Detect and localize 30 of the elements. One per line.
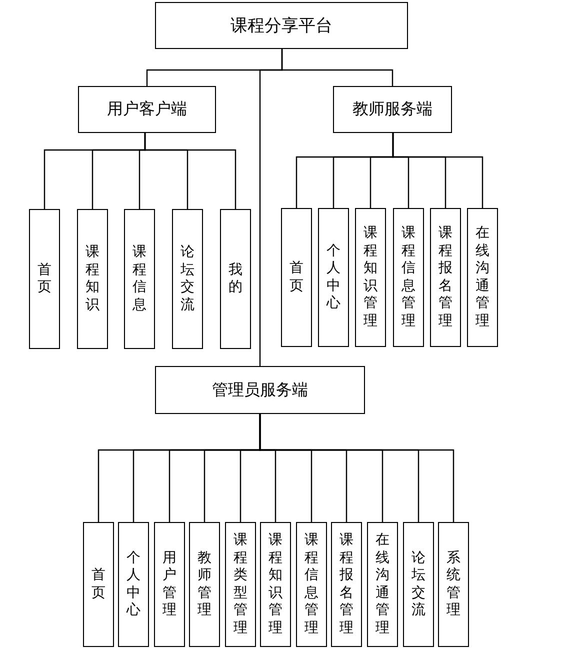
function-box: 课程报名管理 [331, 522, 362, 647]
connector-line [259, 49, 283, 366]
function-box: 个人中心 [318, 208, 349, 347]
function-box: 首页 [281, 208, 312, 347]
function-box: 课程信息管理 [393, 208, 424, 347]
function-box: 课程知识管理 [355, 208, 386, 347]
connector-line [392, 133, 484, 208]
function-box: 论坛交流 [172, 209, 203, 349]
connector-line [144, 133, 236, 209]
function-box: 课程知识管理 [260, 522, 291, 647]
function-box: 用户管理 [154, 522, 185, 647]
function-box: 在线沟通管理 [467, 208, 498, 347]
function-box: 首页 [29, 209, 60, 349]
function-box: 系统管理 [438, 522, 469, 647]
function-box: 课程报名管理 [430, 208, 461, 347]
function-box: 个人中心 [118, 522, 149, 647]
module-box: 用户客户端 [78, 86, 216, 133]
connector-line [259, 414, 454, 522]
function-box: 在线沟通管理 [367, 522, 398, 647]
module-box: 课程分享平台 [155, 2, 408, 49]
function-box: 我的 [220, 209, 251, 349]
module-box: 管理员服务端 [155, 366, 365, 414]
function-box: 论坛交流 [403, 522, 434, 647]
function-box: 教师管理 [189, 522, 220, 647]
function-box: 首页 [83, 522, 114, 647]
function-box: 课程类型管理 [225, 522, 256, 647]
function-box: 课程知识 [77, 209, 108, 349]
module-box: 教师服务端 [333, 86, 452, 133]
function-box: 课程信息 [124, 209, 155, 349]
function-box: 课程信息管理 [296, 522, 327, 647]
